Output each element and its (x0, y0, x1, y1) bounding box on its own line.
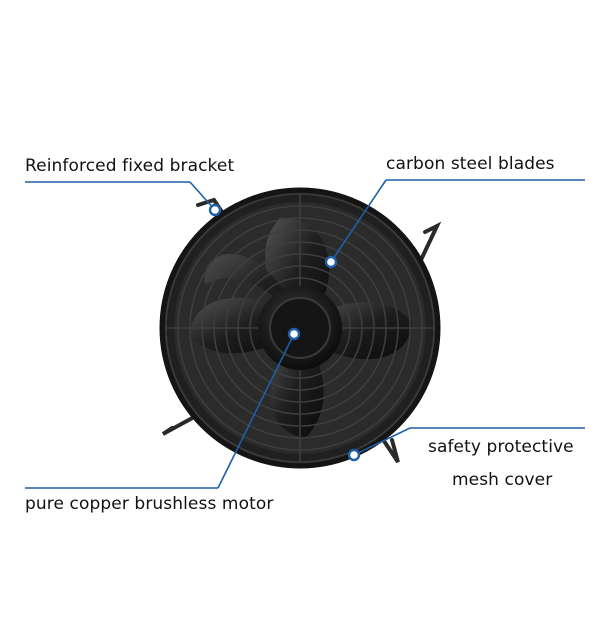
callout-mesh (347, 427, 585, 462)
label-pure-copper-brushless-motor: pure copper brushless motor (25, 494, 274, 514)
callout-bracket (25, 181, 222, 217)
label-carbon-steel-blades: carbon steel blades (386, 154, 555, 174)
label-reinforced-fixed-bracket: Reinforced fixed bracket (25, 156, 235, 176)
label-safety-protective: safety protective (428, 437, 574, 457)
callout-motor (25, 327, 301, 489)
label-mesh-cover: mesh cover (452, 470, 553, 490)
callout-blades (324, 179, 585, 269)
fan-icon (159, 187, 442, 469)
